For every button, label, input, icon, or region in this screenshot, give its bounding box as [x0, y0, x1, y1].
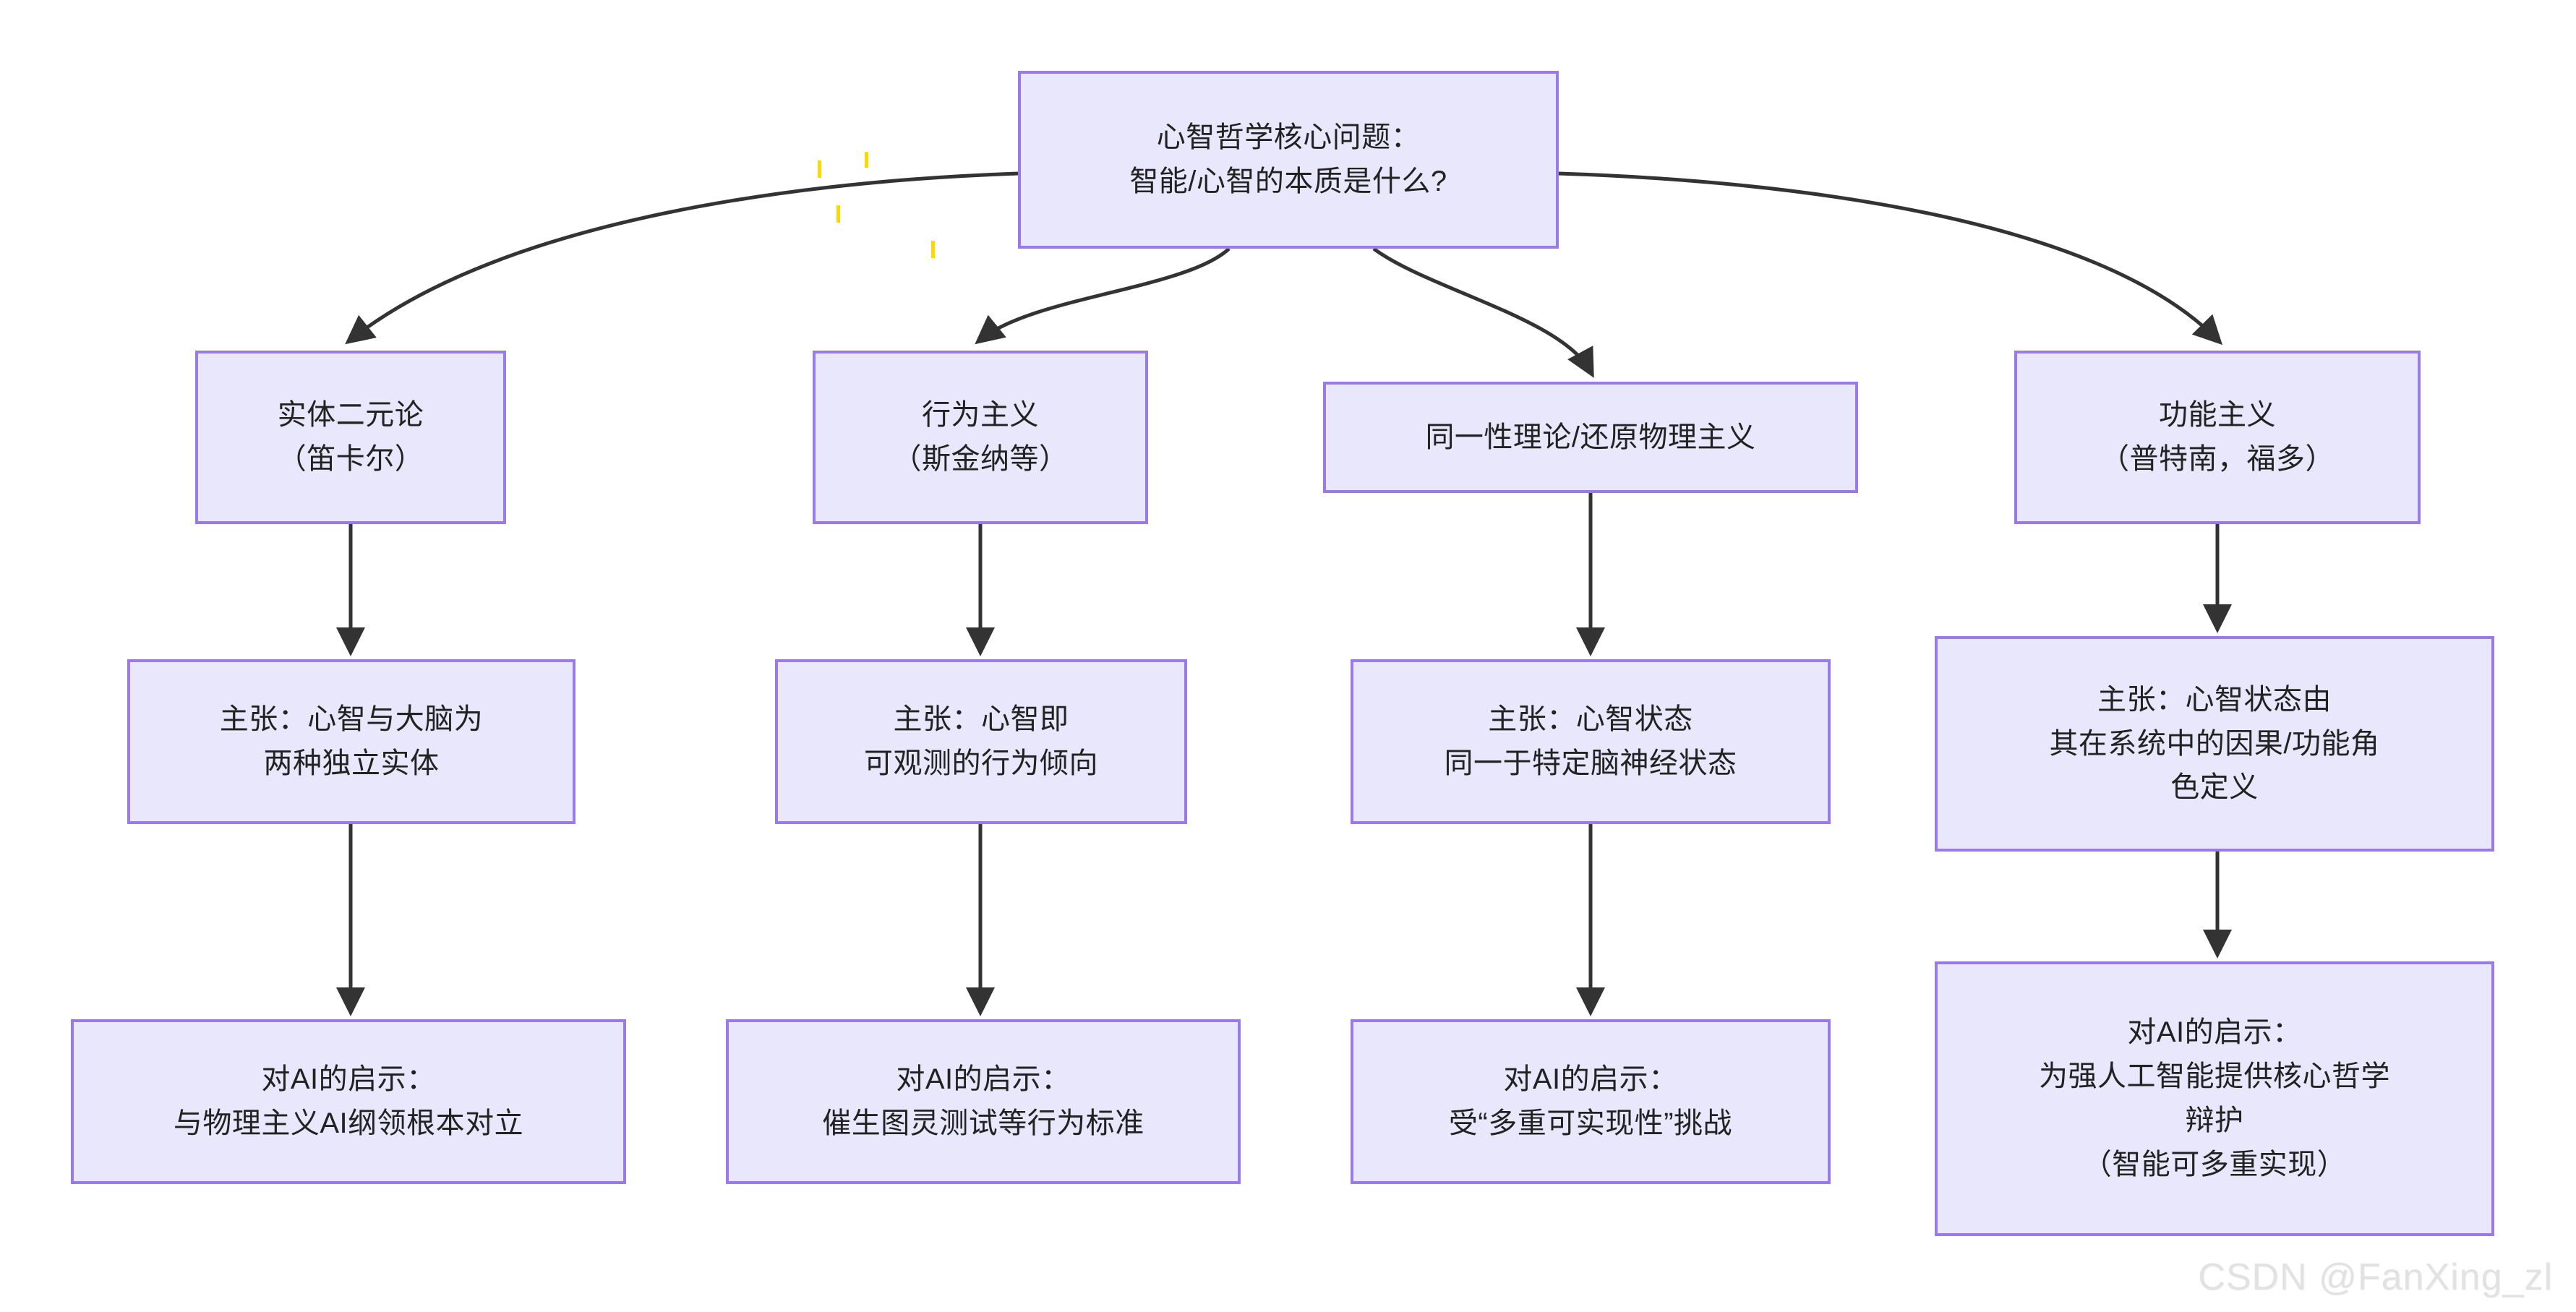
node-dualism-line-2: （笛卡尔）: [277, 443, 424, 475]
node-functionalism-ai-line-3: 辩护: [2185, 1105, 2244, 1136]
node-functionalism-line-1: 功能主义: [2159, 399, 2276, 432]
edge-root-to-identity: [1372, 246, 1594, 378]
node-dualism-ai[interactable]: 对AI的启示： 与物理主义AI纲领根本对立: [71, 1019, 626, 1184]
node-identity-theory[interactable]: 同一性理论/还原物理主义: [1323, 382, 1858, 493]
node-dualism-claim[interactable]: 主张：心智与大脑为 两种独立实体: [127, 659, 575, 824]
render-artifact: [818, 160, 821, 178]
node-behaviorism[interactable]: 行为主义 （斯金纳等）: [813, 351, 1148, 524]
node-root[interactable]: 心智哲学核心问题： 智能/心智的本质是什么?: [1018, 71, 1559, 249]
node-identity-claim-line-2: 同一于特定脑神经状态: [1444, 747, 1737, 779]
node-functionalism-ai-line-2: 为强人工智能提供核心哲学: [2039, 1060, 2390, 1093]
node-behaviorism-ai[interactable]: 对AI的启示： 催生图灵测试等行为标准: [726, 1019, 1241, 1184]
node-functionalism-claim[interactable]: 主张：心智状态由 其在系统中的因果/功能角 色定义: [1935, 636, 2494, 852]
node-functionalism-ai[interactable]: 对AI的启示： 为强人工智能提供核心哲学 辩护 （智能可多重实现）: [1935, 961, 2494, 1236]
node-functionalism-line-2: （普特南，福多）: [2100, 443, 2335, 475]
node-identity-claim-line-1: 主张：心智状态: [1488, 703, 1693, 736]
node-functionalism-claim-line-3: 色定义: [2170, 771, 2259, 804]
node-behaviorism-ai-line-1: 对AI的启示：: [896, 1063, 1071, 1096]
node-behaviorism-ai-line-2: 催生图灵测试等行为标准: [822, 1107, 1144, 1139]
node-identity-theory-line-1: 同一性理论/还原物理主义: [1425, 421, 1756, 453]
node-dualism-claim-line-1: 主张：心智与大脑为: [219, 703, 484, 736]
node-root-line-2: 智能/心智的本质是什么?: [1129, 166, 1447, 197]
node-root-line-1: 心智哲学核心问题：: [1156, 121, 1421, 154]
node-identity-ai-line-2: 受“多重可实现性”挑战: [1448, 1107, 1733, 1139]
node-behaviorism-claim-line-2: 可观测的行为倾向: [864, 747, 1098, 779]
watermark: CSDN @FanXing_zl: [2198, 1256, 2553, 1298]
node-functionalism-ai-line-1: 对AI的启示：: [2127, 1016, 2302, 1049]
node-functionalism[interactable]: 功能主义 （普特南，福多）: [2014, 351, 2421, 524]
edge-root-to-dualism: [345, 171, 1019, 345]
node-dualism-line-1: 实体二元论: [277, 399, 424, 432]
node-identity-ai[interactable]: 对AI的启示： 受“多重可实现性”挑战: [1351, 1019, 1831, 1184]
node-behaviorism-claim[interactable]: 主张：心智即 可观测的行为倾向: [775, 659, 1187, 824]
render-artifact: [931, 241, 935, 258]
render-artifact: [865, 152, 868, 168]
edge-root-to-functionalism: [1558, 171, 2223, 346]
node-identity-ai-line-1: 对AI的启示：: [1503, 1063, 1678, 1096]
edge-root-to-behaviorism: [975, 247, 1231, 345]
node-functionalism-claim-line-2: 其在系统中的因果/功能角: [2049, 727, 2380, 760]
render-artifact: [836, 205, 840, 223]
node-behaviorism-line-1: 行为主义: [922, 399, 1039, 432]
node-functionalism-claim-line-1: 主张：心智状态由: [2097, 683, 2332, 716]
node-dualism-ai-line-2: 与物理主义AI纲领根本对立: [173, 1107, 524, 1139]
node-behaviorism-claim-line-1: 主张：心智即: [893, 703, 1069, 736]
node-dualism[interactable]: 实体二元论 （笛卡尔）: [195, 351, 506, 524]
node-identity-claim[interactable]: 主张：心智状态 同一于特定脑神经状态: [1351, 659, 1831, 824]
node-functionalism-ai-line-4: （智能可多重实现）: [2082, 1148, 2347, 1180]
node-dualism-claim-line-2: 两种独立实体: [263, 747, 440, 779]
node-dualism-ai-line-1: 对AI的启示：: [261, 1063, 436, 1096]
node-behaviorism-line-2: （斯金纳等）: [892, 443, 1069, 475]
